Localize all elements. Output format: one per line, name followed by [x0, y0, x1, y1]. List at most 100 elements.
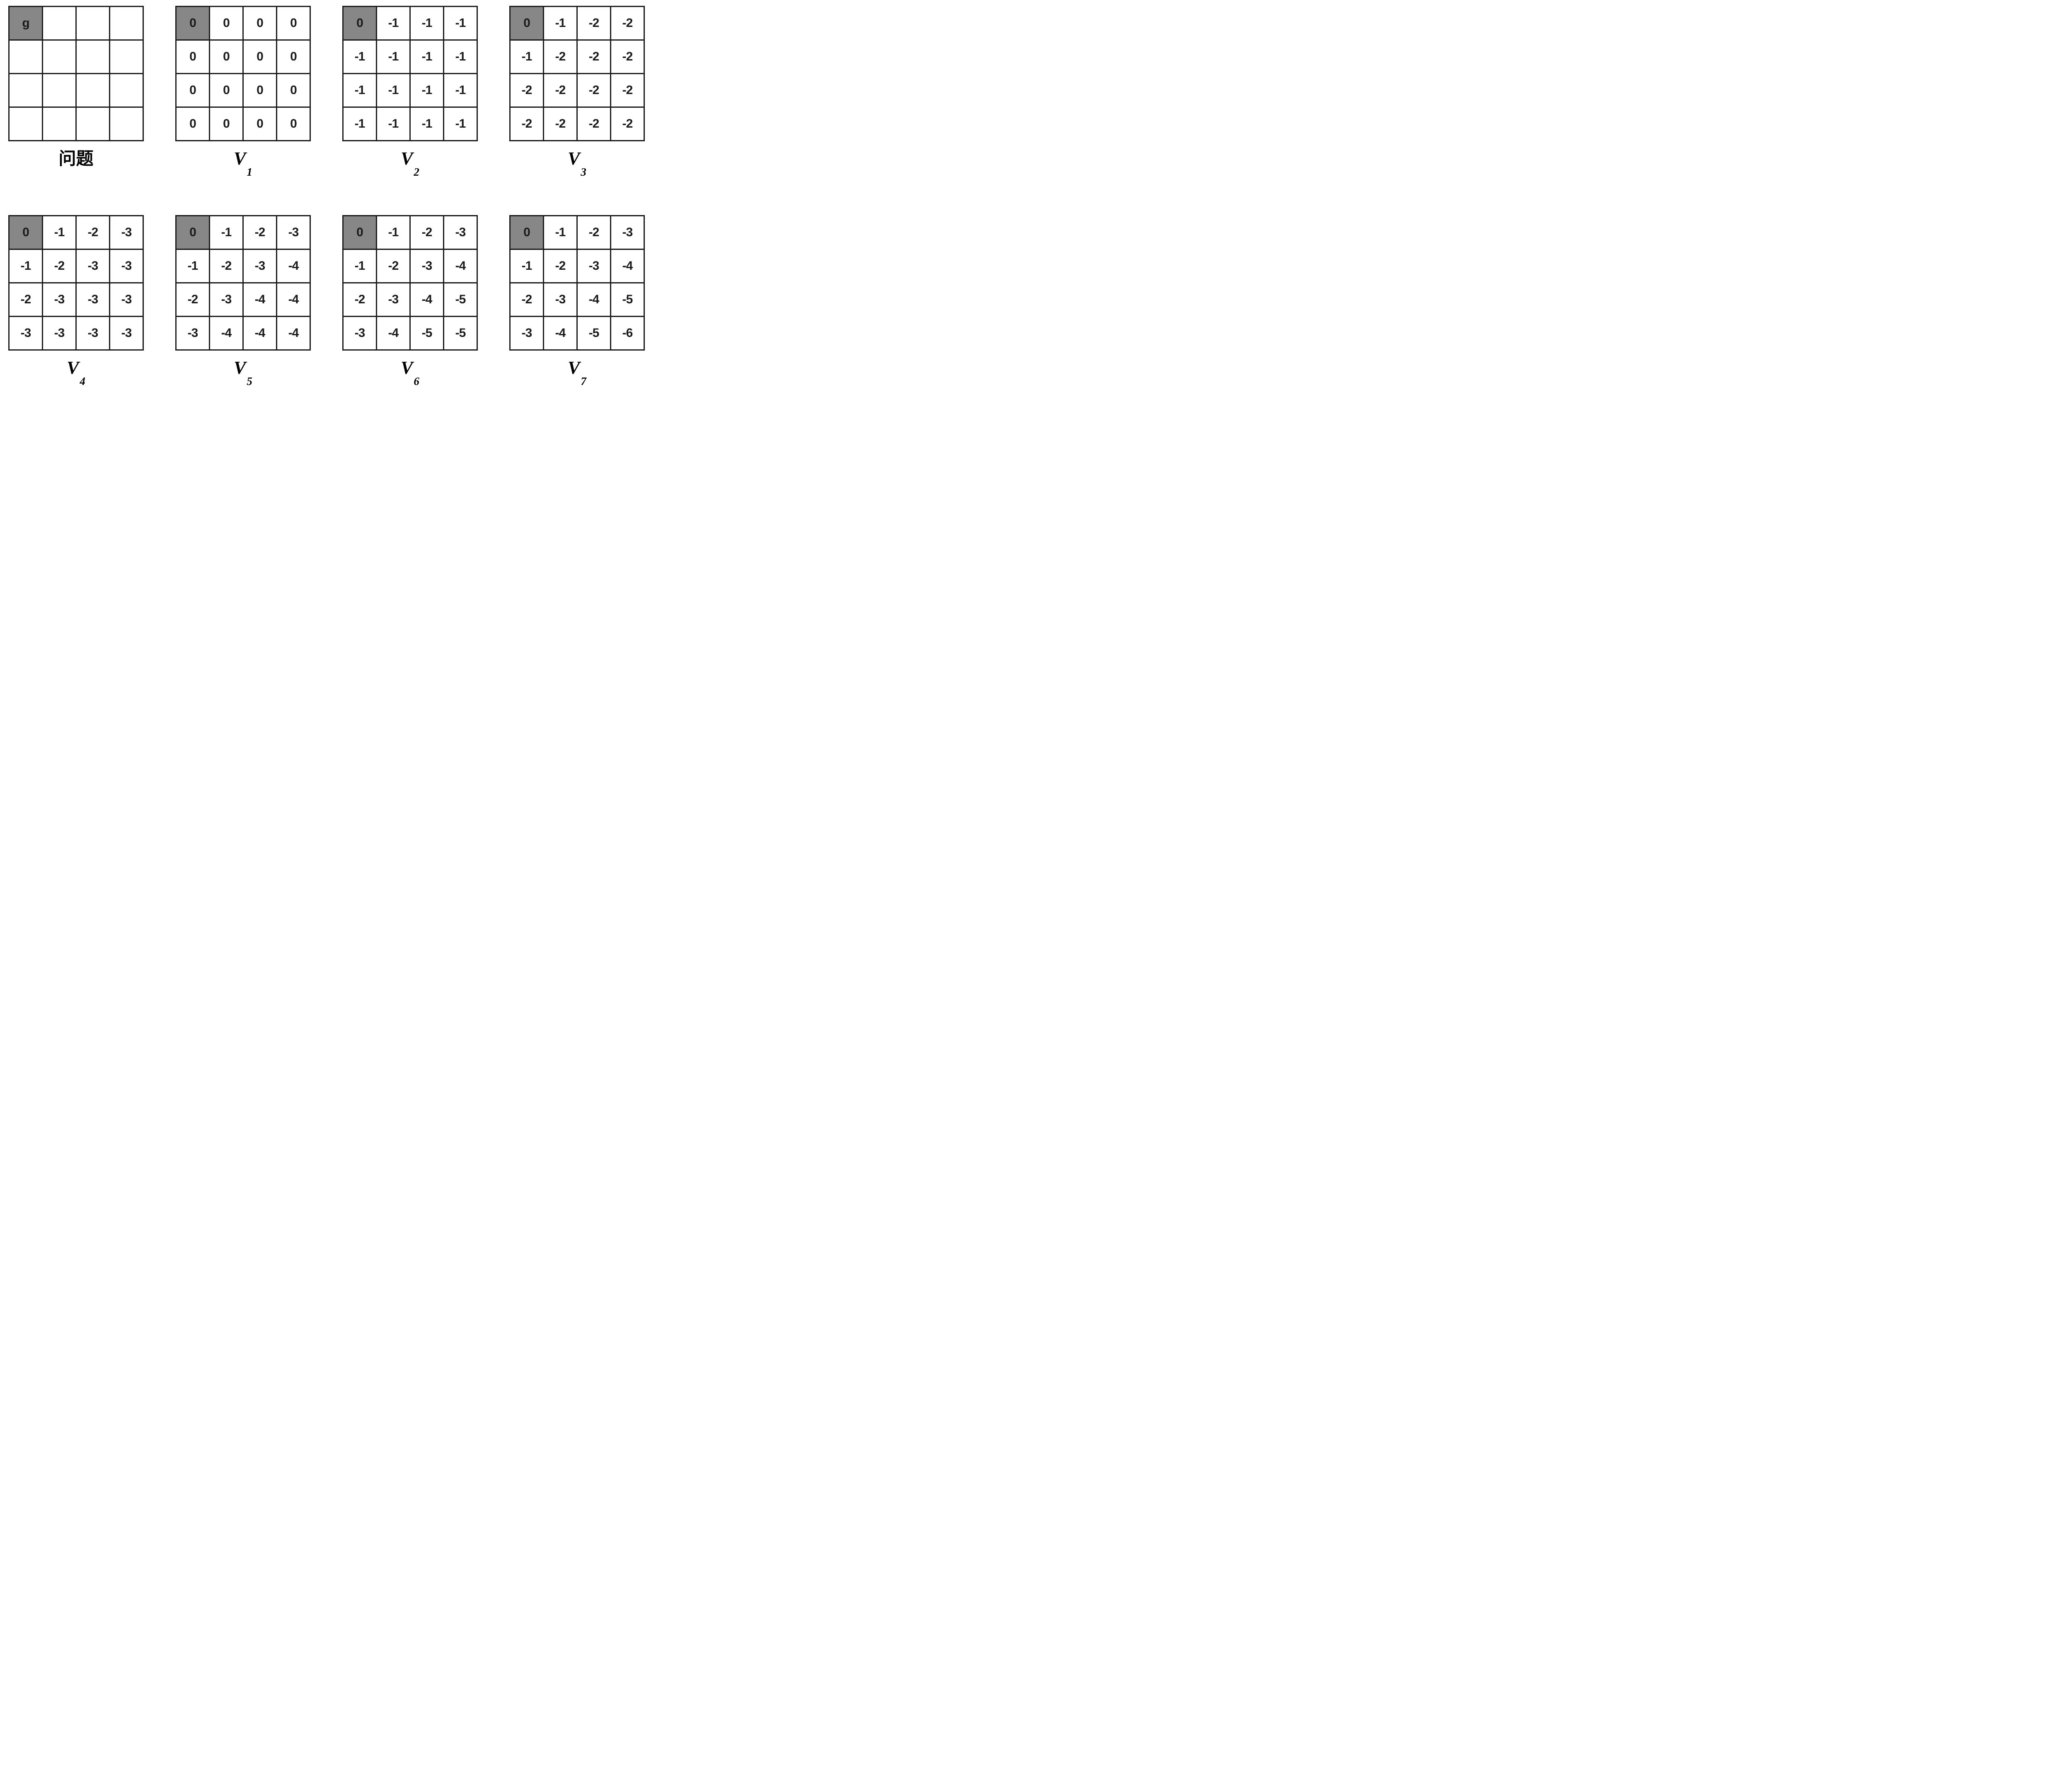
goal-cell: 0: [344, 216, 376, 249]
grid-cell: -3: [578, 250, 610, 282]
grid-label-subscript: 3: [581, 166, 586, 178]
grid-cell: -1: [377, 7, 409, 39]
goal-cell: 0: [511, 216, 543, 249]
grid-cell: 0: [277, 41, 310, 73]
grid-cell: 0: [244, 74, 276, 106]
grid-cell: [77, 7, 109, 39]
grid-cell: -2: [511, 108, 543, 140]
grid-cell: -1: [444, 41, 477, 73]
grid-cell: -2: [511, 283, 543, 316]
grid-cell: -1: [377, 74, 409, 106]
grid-cell: -4: [277, 317, 310, 349]
grid-cell: -4: [277, 283, 310, 316]
grid-cell: [110, 7, 143, 39]
grid-cell: [43, 74, 75, 106]
grid-cell: -2: [578, 7, 610, 39]
grid-cell: -1: [344, 250, 376, 282]
grid-cell: -1: [544, 216, 576, 249]
grid-cell: -2: [43, 250, 75, 282]
grid-problem: g: [8, 6, 144, 141]
grid-cell: -3: [511, 317, 543, 349]
grid-cell: -5: [611, 283, 644, 316]
grid-cell: -2: [10, 283, 42, 316]
grid-cell: -3: [77, 317, 109, 349]
grid-cell: -3: [77, 250, 109, 282]
grid-cell: -3: [244, 250, 276, 282]
grid-cell: -1: [411, 7, 443, 39]
grid-cell: -4: [611, 250, 644, 282]
goal-cell: 0: [177, 7, 209, 39]
grid-cell: -3: [210, 283, 242, 316]
goal-cell: g: [10, 7, 42, 39]
grid-label-text: V: [568, 148, 580, 169]
grid-cell: 0: [277, 7, 310, 39]
grid-cell: -3: [277, 216, 310, 249]
grid-cell: -1: [210, 216, 242, 249]
grid-cell: -3: [43, 283, 75, 316]
grid-cell: -2: [578, 216, 610, 249]
grid-cell: -2: [244, 216, 276, 249]
grid-cell: -2: [544, 41, 576, 73]
grid-v2: 0-1-1-1-1-1-1-1-1-1-1-1-1-1-1-1: [342, 6, 478, 141]
grid-label-subscript: 6: [414, 375, 419, 387]
grid-label-subscript: 1: [247, 166, 252, 178]
grid-cell: -1: [444, 108, 477, 140]
grid-cell: -1: [43, 216, 75, 249]
goal-cell: 0: [344, 7, 376, 39]
grid-cell: -2: [344, 283, 376, 316]
grid-cell: -2: [177, 283, 209, 316]
grid-cell: -2: [611, 108, 644, 140]
grid-cell: [43, 108, 75, 140]
goal-cell: 0: [511, 7, 543, 39]
grid-cell: 0: [177, 108, 209, 140]
grid-cell: [110, 108, 143, 140]
grid-cell: -6: [611, 317, 644, 349]
grid-cell: -1: [444, 7, 477, 39]
grid-cell: -1: [511, 41, 543, 73]
grid-v7: 0-1-2-3-1-2-3-4-2-3-4-5-3-4-5-6: [509, 215, 645, 351]
grid-cell: -4: [444, 250, 477, 282]
grid-cell: -4: [578, 283, 610, 316]
grid-label-text: V: [401, 358, 413, 378]
grid-cell: -3: [444, 216, 477, 249]
grid-panel-problem: g 问题: [8, 6, 144, 175]
grid-cell: [10, 41, 42, 73]
grid-cell: -4: [544, 317, 576, 349]
grid-label-text: V: [568, 358, 580, 378]
grid-cell: -2: [611, 41, 644, 73]
grid-cell: -4: [210, 317, 242, 349]
grid-label-text: V: [67, 358, 79, 378]
grid-cell: [43, 7, 75, 39]
grid-cell: -3: [377, 283, 409, 316]
grid-cell: -2: [578, 41, 610, 73]
grid-cell: 0: [277, 74, 310, 106]
grid-cell: -3: [611, 216, 644, 249]
grid-cell: -1: [511, 250, 543, 282]
grid-cell: -1: [177, 250, 209, 282]
grid-v4: 0-1-2-3-1-2-3-3-2-3-3-3-3-3-3-3: [8, 215, 144, 351]
grid-cell: -5: [578, 317, 610, 349]
grid-cell: -1: [10, 250, 42, 282]
grid-label-text: V: [234, 358, 246, 378]
grid-cell: 0: [210, 41, 242, 73]
grid-cell: 0: [210, 74, 242, 106]
grid-cell: -4: [277, 250, 310, 282]
grid-cell: [77, 108, 109, 140]
grid-cell: -4: [244, 317, 276, 349]
grid-label-text: 问题: [58, 150, 94, 169]
grid-cell: -3: [110, 216, 143, 249]
grid-cell: -4: [377, 317, 409, 349]
grid-cell: -1: [377, 41, 409, 73]
